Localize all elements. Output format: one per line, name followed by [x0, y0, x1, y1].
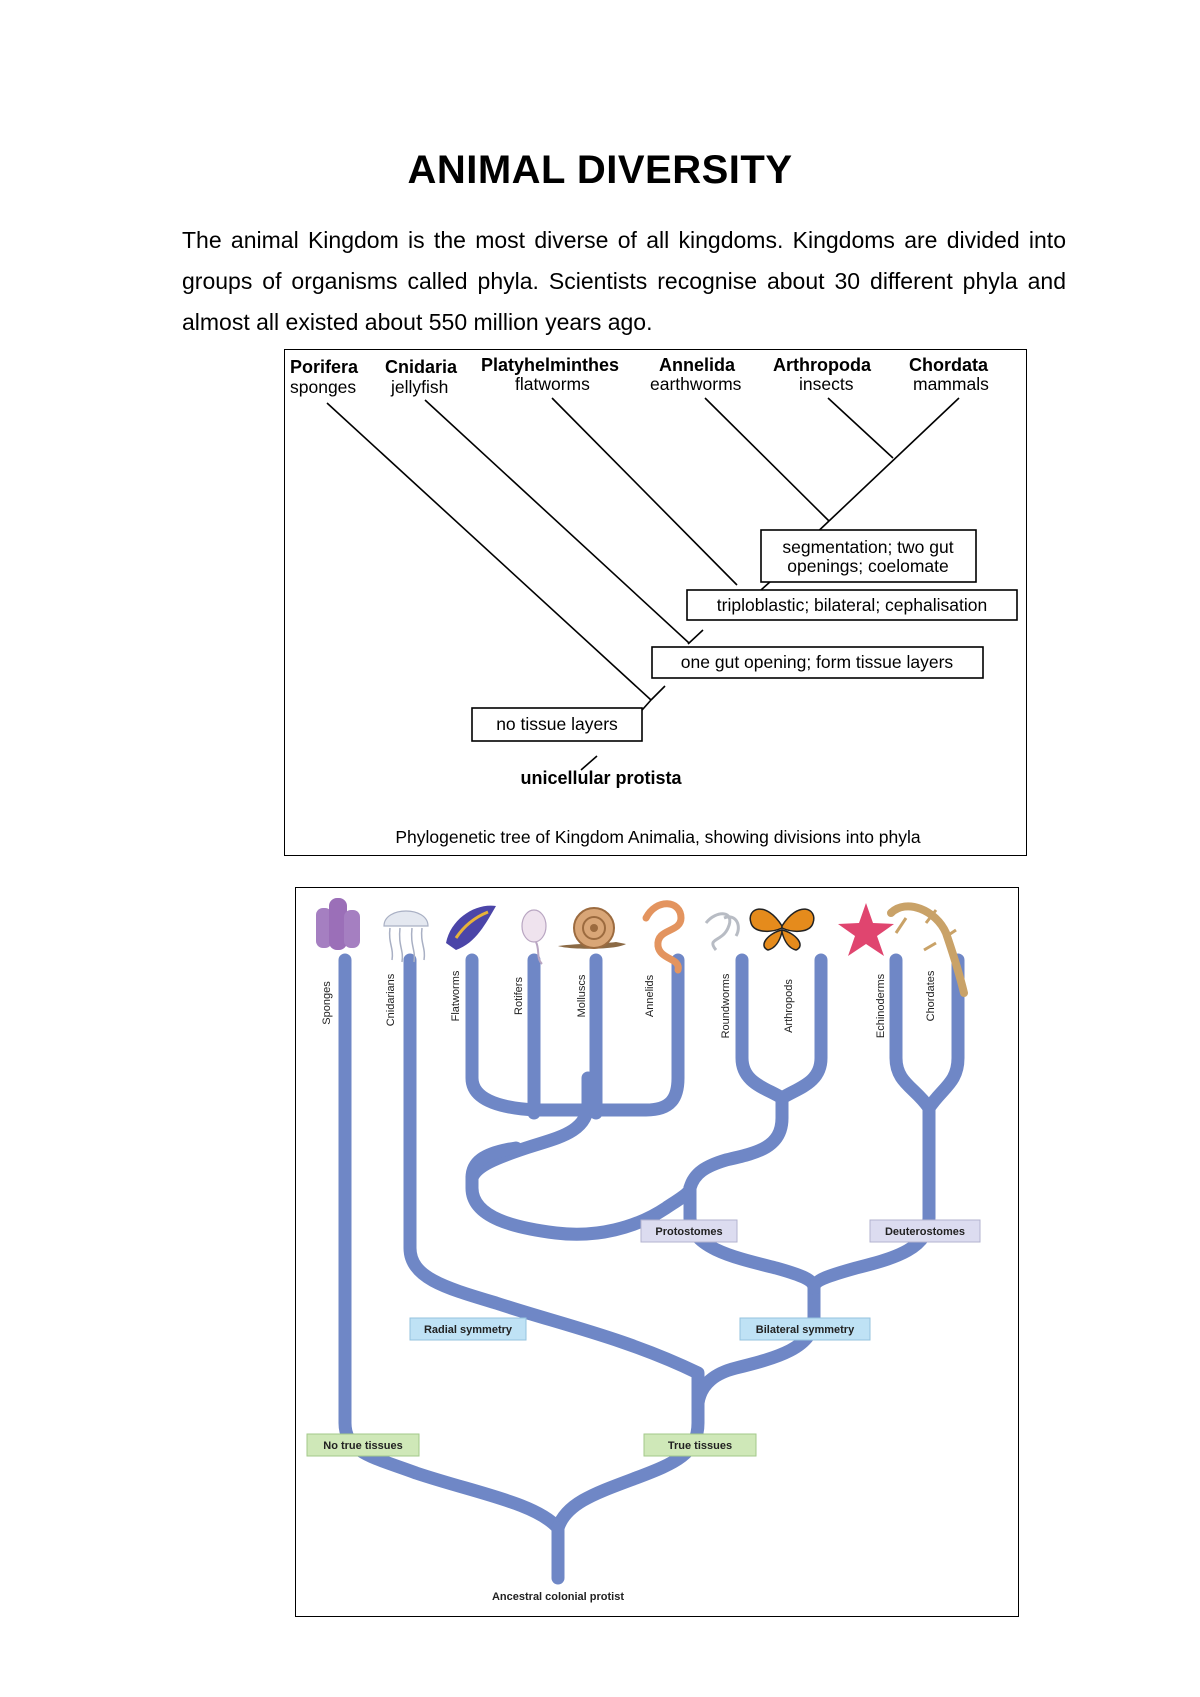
- radial-symmetry-label: Radial symmetry: [409, 1317, 527, 1341]
- group-label: Rotifers: [513, 977, 525, 1015]
- phylum-common: insects: [799, 374, 854, 394]
- deuterostomes-label: Deuterostomes: [869, 1219, 981, 1243]
- group-label: Echinoderms: [875, 973, 887, 1038]
- no-tissue-label: no tissue layers: [496, 714, 618, 734]
- svg-text:Deuterostomes: Deuterostomes: [885, 1226, 965, 1238]
- intro-paragraph: The animal Kingdom is the most diverse o…: [182, 227, 1066, 335]
- phylogenetic-tree-svg: Porifera sponges Cnidaria jellyfish Plat…: [290, 355, 1018, 847]
- phylum-name: Arthropoda: [773, 355, 872, 375]
- figure1-caption: Phylogenetic tree of Kingdom Animalia, s…: [395, 827, 921, 847]
- sponge-icon: [316, 898, 360, 950]
- one-gut-label: one gut opening; form tissue layers: [681, 652, 954, 672]
- bilateral-symmetry-label: Bilateral symmetry: [739, 1317, 871, 1341]
- svg-text:Protostomes: Protostomes: [655, 1226, 722, 1238]
- lizard-icon: [887, 902, 968, 997]
- true-tissues-label: True tissues: [643, 1433, 757, 1457]
- triploblastic-label: triploblastic; bilateral; cephalisation: [717, 595, 987, 615]
- group-label: Annelids: [644, 974, 656, 1017]
- protostomes-label: Protostomes: [640, 1219, 738, 1243]
- starfish-icon: [838, 903, 894, 956]
- rotifer-icon: [521, 909, 547, 965]
- no-tissue-box: no tissue layers: [471, 707, 643, 742]
- tree-root-label: unicellular protista: [520, 768, 682, 788]
- group-label: Cnidarians: [385, 973, 397, 1026]
- svg-text:Radial symmetry: Radial symmetry: [424, 1324, 513, 1336]
- no-true-tissues-label: No true tissues: [306, 1433, 420, 1457]
- segmentation-line1: segmentation; two gut: [782, 537, 953, 557]
- svg-text:No true tissues: No true tissues: [323, 1440, 402, 1452]
- group-label: Molluscs: [576, 974, 588, 1017]
- triploblastic-box: triploblastic; bilateral; cephalisation: [686, 589, 1018, 621]
- one-gut-box: one gut opening; form tissue layers: [651, 646, 984, 679]
- group-label: Chordates: [925, 970, 937, 1021]
- animal-phylogeny-figure: Sponges Cnidarians Flatworms Rotifers Mo…: [295, 887, 1019, 1617]
- group-label: Roundworms: [720, 973, 732, 1038]
- flatworm-icon: [446, 905, 496, 950]
- jellyfish-icon: [383, 910, 429, 963]
- roundworm-icon: [704, 912, 740, 951]
- svg-text:Bilateral symmetry: Bilateral symmetry: [756, 1324, 855, 1336]
- svg-text:True tissues: True tissues: [668, 1440, 732, 1452]
- tree-branches: [326, 397, 960, 771]
- phylum-common: earthworms: [650, 374, 742, 394]
- group-label: Sponges: [321, 981, 333, 1025]
- phylum-common: jellyfish: [390, 377, 448, 397]
- segmentation-box: segmentation; two gut openings; coelomat…: [760, 529, 977, 583]
- snail-icon: [558, 907, 626, 949]
- phylum-common: sponges: [290, 377, 356, 397]
- phylogenetic-tree-figure: Porifera sponges Cnidaria jellyfish Plat…: [284, 349, 1027, 856]
- phylum-name: Porifera: [290, 357, 359, 377]
- group-label: Arthropods: [783, 979, 795, 1033]
- group-label: Flatworms: [450, 970, 462, 1021]
- segmentation-line2: openings; coelomate: [787, 556, 949, 576]
- phylum-name: Platyhelminthes: [481, 355, 619, 375]
- page-title: ANIMAL DIVERSITY: [407, 148, 793, 192]
- phylum-name: Annelida: [659, 355, 736, 375]
- ancestral-protist-label: Ancestral colonial protist: [492, 1591, 624, 1603]
- phylum-name: Cnidaria: [385, 357, 458, 377]
- phylum-name: Chordata: [909, 355, 989, 375]
- butterfly-icon: [749, 908, 815, 951]
- animal-phylogeny-svg: Sponges Cnidarians Flatworms Rotifers Mo…: [306, 898, 981, 1603]
- earthworm-icon: [642, 900, 685, 974]
- phylum-common: flatworms: [515, 374, 590, 394]
- phylogeny-branches: [338, 953, 965, 1585]
- phylum-common: mammals: [913, 374, 989, 394]
